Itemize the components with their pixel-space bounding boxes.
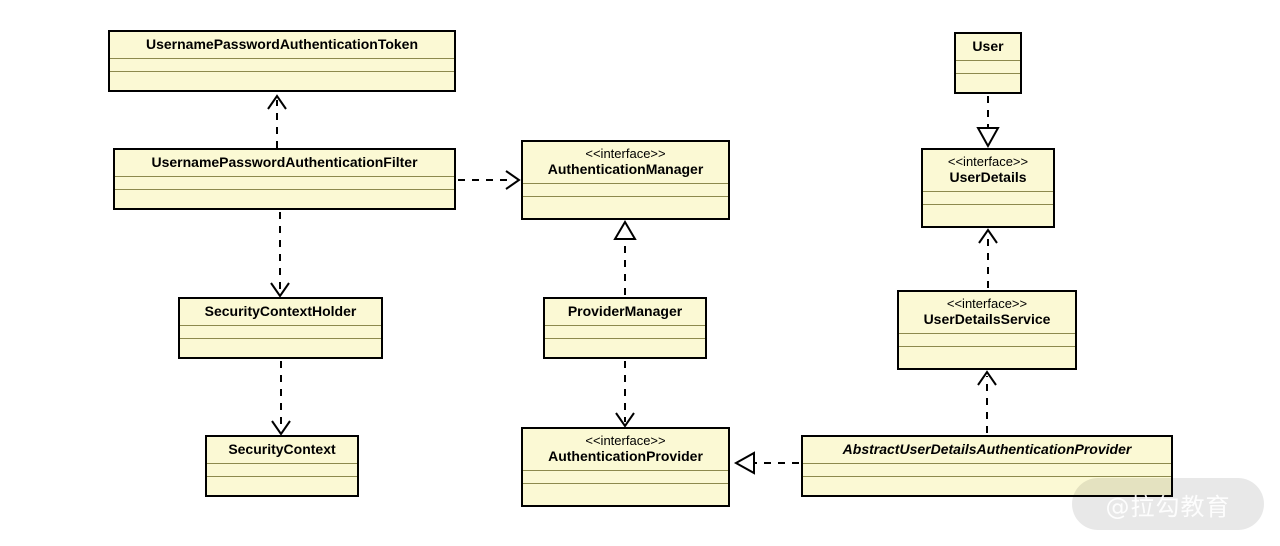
class-operations-compartment	[180, 339, 381, 357]
class-name-compartment: <<interface>> UserDetailsService	[899, 292, 1075, 334]
connector-provider-manager-to-authentication-manager	[613, 220, 637, 295]
class-operations-compartment	[523, 197, 728, 218]
connector-filter-to-token	[267, 94, 287, 148]
connector-abstract-provider-to-user-details-service	[977, 370, 997, 433]
class-box-username-password-authentication-filter[interactable]: UsernamePasswordAuthenticationFilter	[113, 148, 456, 210]
class-box-abstract-user-details-authentication-provider[interactable]: AbstractUserDetailsAuthenticationProvide…	[801, 435, 1173, 497]
class-attributes-compartment	[899, 334, 1075, 347]
class-attributes-compartment	[207, 464, 357, 477]
class-name-compartment: SecurityContext	[207, 437, 357, 464]
class-name-label: UsernamePasswordAuthenticationToken	[145, 36, 419, 52]
class-name-label: AuthenticationProvider	[548, 448, 703, 465]
class-attributes-compartment	[956, 61, 1020, 74]
class-box-authentication-provider[interactable]: <<interface>> AuthenticationProvider	[521, 427, 730, 507]
class-operations-compartment	[110, 72, 454, 90]
class-stereotype-label: <<interface>>	[585, 146, 666, 161]
class-name-compartment: <<interface>> UserDetails	[923, 150, 1053, 192]
class-name-label: ProviderManager	[567, 303, 683, 319]
class-operations-compartment	[207, 477, 357, 495]
class-name-compartment: SecurityContextHolder	[180, 299, 381, 326]
class-attributes-compartment	[523, 184, 728, 197]
watermark-text: @拉勾教育	[1105, 492, 1231, 521]
class-box-authentication-manager[interactable]: <<interface>> AuthenticationManager	[521, 140, 730, 220]
class-attributes-compartment	[180, 326, 381, 339]
class-name-compartment: <<interface>> AuthenticationProvider	[523, 429, 728, 471]
class-name-label: AuthenticationManager	[547, 161, 704, 178]
class-attributes-compartment	[545, 326, 705, 339]
class-box-security-context-holder[interactable]: SecurityContextHolder	[178, 297, 383, 359]
class-name-compartment: User	[956, 34, 1020, 61]
class-name-label: User	[972, 38, 1004, 54]
connector-user-to-user-details	[976, 96, 1000, 149]
connector-abstract-provider-to-authentication-provider	[733, 451, 799, 475]
connector-filter-to-security-context-holder	[270, 212, 290, 298]
connector-user-details-service-to-user-details	[978, 228, 998, 288]
connector-provider-manager-to-authentication-provider	[615, 361, 635, 428]
class-name-label: UserDetailsService	[923, 311, 1051, 328]
class-name-compartment: AbstractUserDetailsAuthenticationProvide…	[803, 437, 1171, 464]
class-box-user-details[interactable]: <<interface>> UserDetails	[921, 148, 1055, 228]
class-operations-compartment	[923, 205, 1053, 226]
connector-security-context-holder-to-security-context	[271, 361, 291, 436]
class-operations-compartment	[545, 339, 705, 357]
class-stereotype-label: <<interface>>	[947, 154, 1029, 169]
class-box-provider-manager[interactable]: ProviderManager	[543, 297, 707, 359]
class-box-user-details-service[interactable]: <<interface>> UserDetailsService	[897, 290, 1077, 370]
class-name-label: SecurityContextHolder	[204, 303, 357, 319]
class-name-compartment: <<interface>> AuthenticationManager	[523, 142, 728, 184]
class-stereotype-label: <<interface>>	[585, 433, 666, 448]
class-operations-compartment	[899, 347, 1075, 368]
class-name-label: SecurityContext	[228, 441, 336, 457]
watermark: @拉勾教育	[1072, 478, 1264, 530]
class-attributes-compartment	[115, 177, 454, 190]
class-stereotype-label: <<interface>>	[946, 296, 1028, 311]
class-attributes-compartment	[803, 464, 1171, 477]
class-attributes-compartment	[110, 59, 454, 72]
class-operations-compartment	[115, 190, 454, 208]
class-name-compartment: ProviderManager	[545, 299, 705, 326]
class-name-compartment: UsernamePasswordAuthenticationToken	[110, 32, 454, 59]
class-name-label: AbstractUserDetailsAuthenticationProvide…	[842, 441, 1132, 457]
class-operations-compartment	[523, 484, 728, 505]
class-name-label: UserDetails	[949, 169, 1027, 186]
class-attributes-compartment	[923, 192, 1053, 205]
class-operations-compartment	[956, 74, 1020, 92]
class-name-label: UsernamePasswordAuthenticationFilter	[151, 154, 418, 170]
connector-filter-to-authentication-manager	[458, 170, 521, 190]
class-box-security-context[interactable]: SecurityContext	[205, 435, 359, 497]
class-attributes-compartment	[523, 471, 728, 484]
class-name-compartment: UsernamePasswordAuthenticationFilter	[115, 150, 454, 177]
class-box-username-password-authentication-token[interactable]: UsernamePasswordAuthenticationToken	[108, 30, 456, 92]
class-box-user[interactable]: User	[954, 32, 1022, 94]
